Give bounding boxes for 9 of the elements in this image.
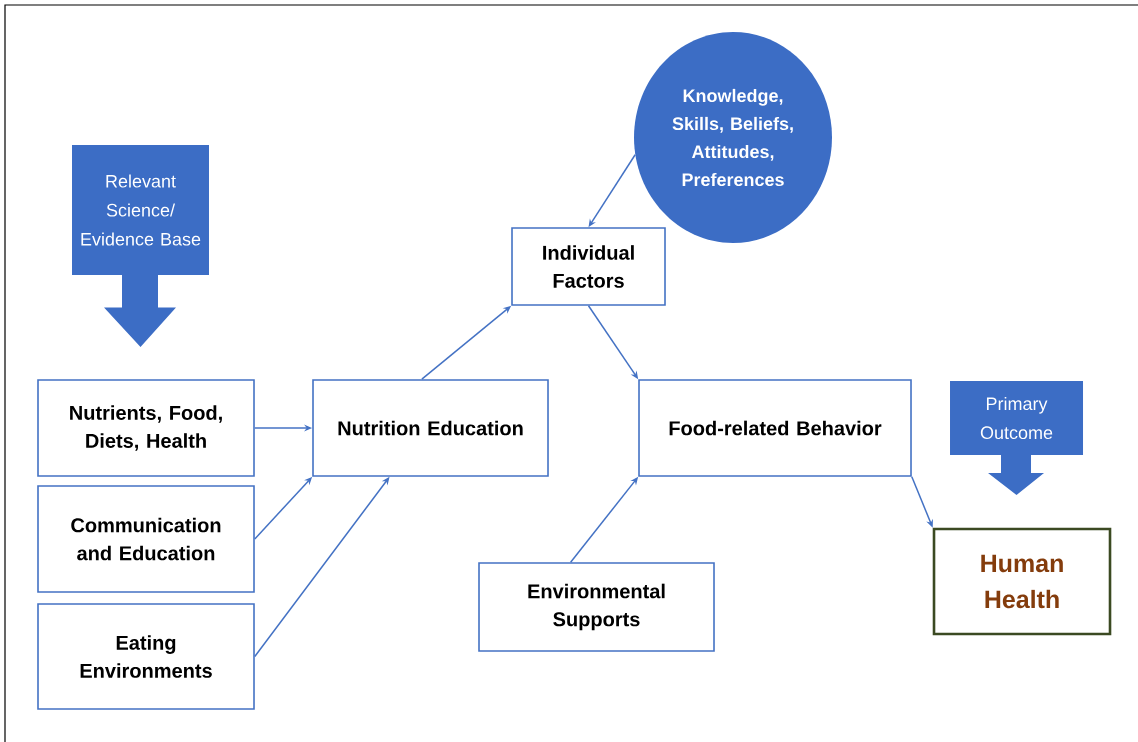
ellipse-bubble: Knowledge, Skills, Beliefs, Attitudes, Preferences: [634, 32, 832, 243]
process-box: Nutrients, Food, Diets, Health: [37, 379, 255, 477]
outcome-box: Human Health: [932, 527, 1112, 636]
process-box: Nutrition Education: [312, 379, 549, 477]
process-box: Environmental Supports: [478, 562, 715, 652]
process-box: Communication and Education: [37, 485, 255, 593]
process-box: Individual Factors: [511, 227, 666, 306]
process-box: Food-related Behavior: [638, 379, 912, 477]
process-box: Eating Environments: [37, 603, 255, 710]
